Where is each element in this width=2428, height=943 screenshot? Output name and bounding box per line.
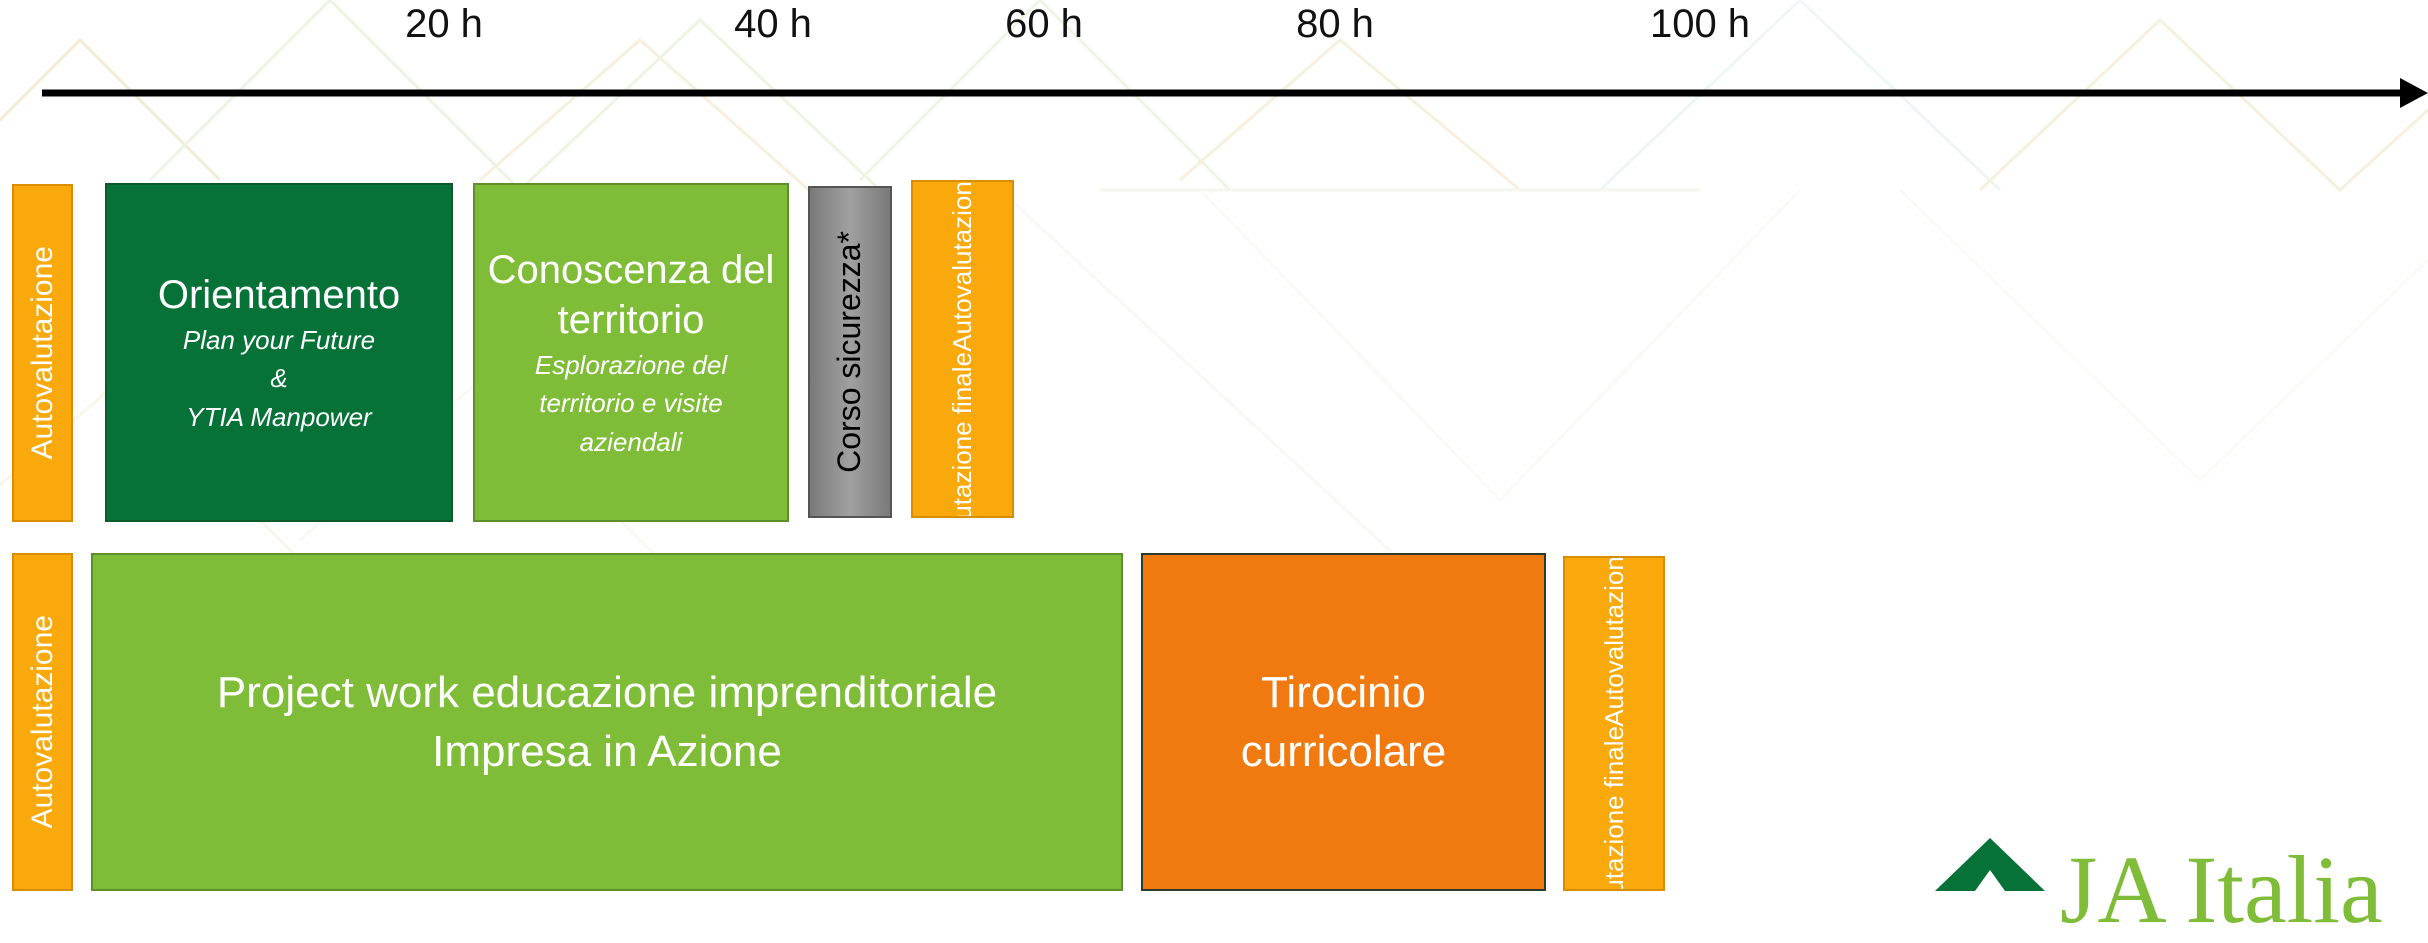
row1-autovalutazione-block: Autovalutazione	[12, 184, 73, 522]
axis-tick-80h: 80 h	[1296, 2, 1374, 46]
project-work-block: Project work educazione imprenditoriale …	[91, 553, 1123, 891]
axis-tick-20h: 20 h	[405, 2, 483, 46]
axis-tick-40h: 40 h	[734, 2, 812, 46]
row2-valutazione-finale-line2: valutazione finale	[1598, 726, 1629, 891]
orientamento-title: Orientamento	[157, 272, 401, 317]
project-work-line-1: Project work educazione imprenditoriale	[216, 667, 998, 717]
orientamento-sub-2: &	[270, 363, 288, 394]
ja-logo-icon	[1935, 838, 2045, 891]
conoscenza-sub-1: Esplorazione del	[534, 349, 728, 380]
axis-tick-100h: 100 h	[1649, 2, 1751, 46]
row2-valutazione-finale-line1: Autovalutazione e	[1598, 556, 1629, 727]
row2-autovalutazione-label: Autovalutazione	[26, 615, 59, 829]
row2-autovalutazione-block: Autovalutazione	[12, 553, 73, 891]
row2-valutazione-finale-block: Autovalutazione e valutazione finale	[1563, 556, 1665, 891]
timeline-axis-arrow	[42, 78, 2428, 108]
corso-sicurezza-label: Corso sicurezza*	[831, 231, 868, 473]
project-work-line-2: Impresa in Azione	[432, 727, 782, 776]
conoscenza-territorio-block: Conoscenza del territorio Esplorazione d…	[473, 183, 789, 522]
conoscenza-sub-3: aziendali	[579, 426, 683, 457]
orientamento-sub-1: Plan your Future	[182, 324, 376, 355]
conoscenza-title-2: territorio	[557, 297, 705, 342]
tirocinio-line-2: curricolare	[1240, 727, 1447, 776]
conoscenza-title-1: Conoscenza del	[487, 247, 775, 292]
conoscenza-sub-2: territorio e visite	[539, 388, 723, 419]
row1-valutazione-finale-line2: valutazione finale	[947, 351, 978, 518]
row1-valutazione-finale-line1: Autovalutazione e	[947, 180, 978, 352]
row1-autovalutazione-label: Autovalutazione	[26, 246, 59, 460]
tirocinio-curricolare-block: Tirocinio curricolare	[1141, 553, 1546, 891]
axis-tick-60h: 60 h	[1005, 2, 1083, 46]
tirocinio-line-1: Tirocinio	[1261, 667, 1426, 717]
row1-valutazione-finale-block: Autovalutazione e valutazione finale	[911, 180, 1014, 518]
corso-sicurezza-block: Corso sicurezza*	[808, 186, 892, 518]
orientamento-sub-3: YTIA Manpower	[186, 401, 372, 432]
orientamento-block: Orientamento Plan your Future & YTIA Man…	[105, 183, 453, 522]
ja-italia-logo-text: JA Italia	[2060, 836, 2383, 943]
